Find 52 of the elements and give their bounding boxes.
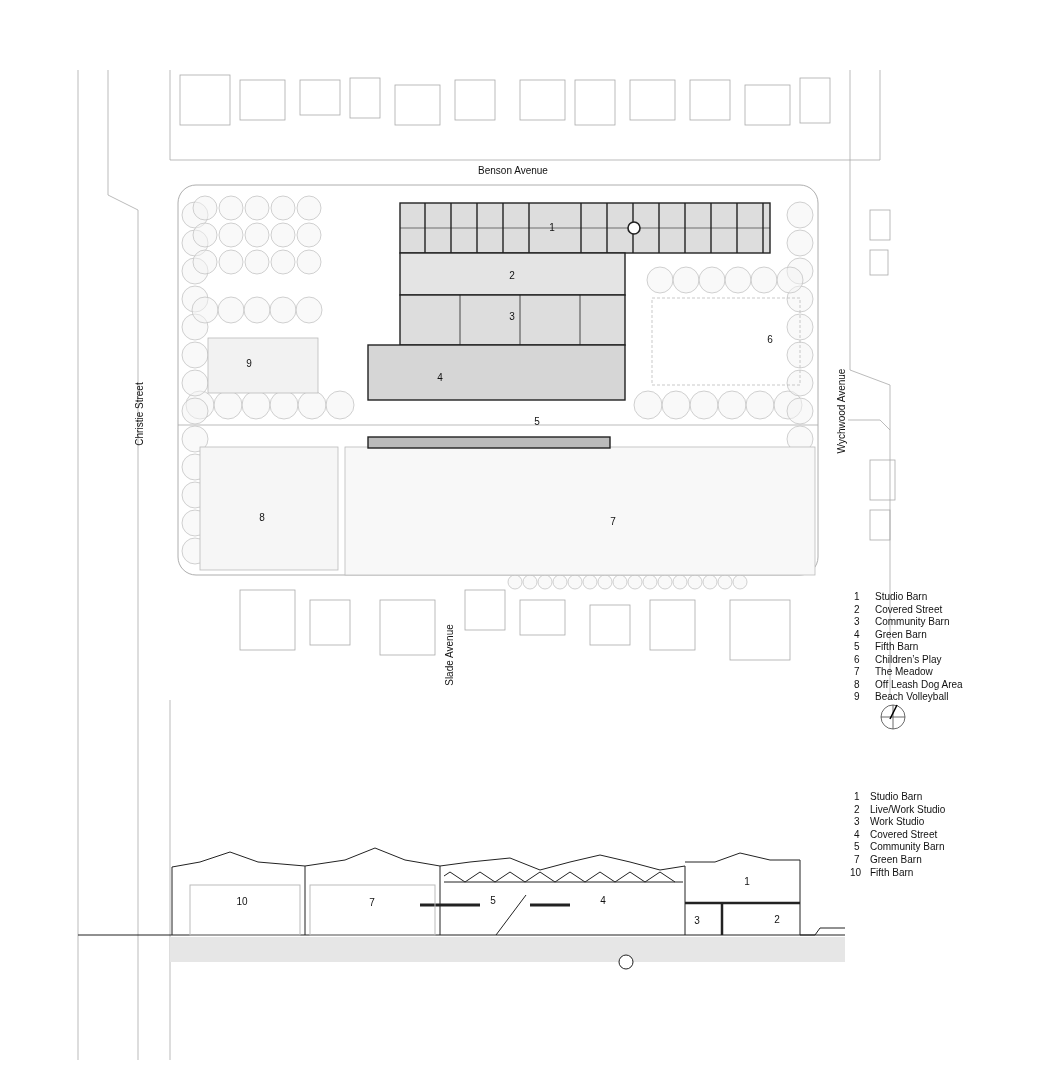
legend-number: 7 [854, 854, 860, 866]
legend-number: 9 [854, 691, 860, 703]
legend-text: Children’s Play [875, 653, 942, 666]
callout-number: 1 [744, 876, 750, 888]
legend-number: 4 [854, 628, 860, 641]
legend-number: 1 [854, 791, 860, 803]
legend-text: Studio Barn [875, 591, 928, 603]
legend-text: Beach Volleyball [875, 691, 949, 703]
callout-number: 8 [259, 512, 265, 524]
street-name: Christie Street [134, 382, 146, 446]
callout-number: 2 [509, 270, 515, 282]
legend-number: 6 [854, 653, 860, 666]
callout-number: 6 [767, 334, 773, 346]
legend-number: 5 [854, 841, 860, 854]
legend-text: Green Barn [875, 628, 927, 641]
legend-number: 2 [854, 803, 860, 816]
callout-number: 9 [246, 358, 252, 370]
legend-number: 10 [850, 866, 862, 879]
legend-text: The Meadow [875, 666, 933, 678]
legend-number: 7 [854, 666, 860, 678]
callout-number: 2 [774, 914, 780, 926]
street-name: Wychwood Avenue [836, 368, 848, 454]
callout-number: 1 [549, 222, 555, 234]
street-name: Slade Avenue [444, 624, 456, 686]
callout-number: 7 [610, 516, 616, 528]
legend-text: Off Leash Dog Area [875, 678, 963, 691]
callout-number: 5 [534, 416, 540, 428]
legend-text: Work Studio [870, 816, 925, 829]
street-name: Benson Avenue [478, 165, 548, 177]
legend-text: Community Barn [875, 616, 950, 628]
callout-number: 4 [600, 895, 606, 907]
legend-number: 5 [854, 641, 860, 653]
legend-text: Fifth Barn [870, 866, 914, 879]
legend-number: 8 [854, 678, 860, 691]
legend-text: Fifth Barn [875, 641, 919, 653]
callout-number: 4 [437, 372, 443, 384]
callout-number: 3 [694, 915, 700, 927]
callout-number: 5 [490, 895, 496, 907]
legend-number: 1 [854, 591, 860, 603]
callout-number: 7 [369, 897, 375, 909]
callout-number: 10 [236, 896, 248, 908]
legend-number: 2 [854, 603, 860, 616]
legend-text: Studio Barn [870, 791, 923, 803]
legend-text: Community Barn [870, 841, 945, 854]
legend-text: Covered Street [870, 828, 938, 841]
legend-number: 3 [854, 816, 860, 829]
legend-number: 4 [854, 828, 860, 841]
legend-text: Live/Work Studio [870, 803, 946, 816]
legend-text: Covered Street [875, 603, 943, 616]
legend-number: 3 [854, 616, 860, 628]
callout-number: 3 [509, 311, 515, 323]
legend-text: Green Barn [870, 854, 922, 866]
